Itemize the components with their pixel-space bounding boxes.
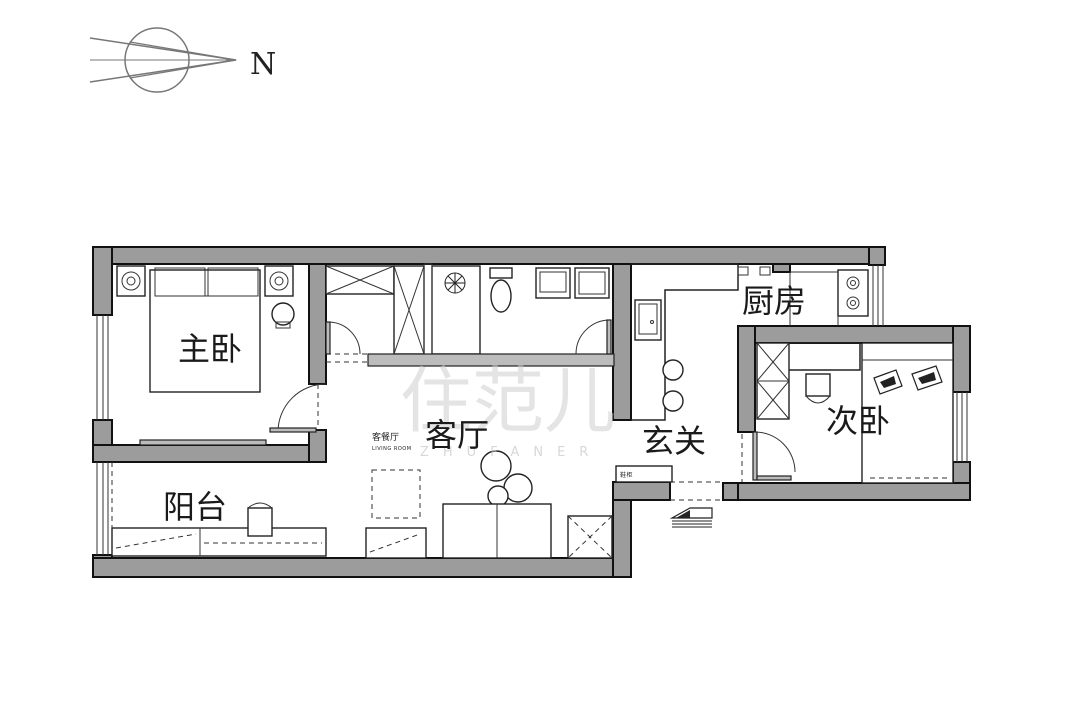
wall-master-right — [308, 263, 327, 385]
label-shoe-cabinet: 鞋柜 — [620, 471, 633, 479]
master-door — [277, 383, 327, 433]
wall-master-right-low — [308, 429, 327, 463]
washing-machine-icon — [535, 267, 571, 299]
wall-left-upper — [92, 246, 113, 316]
wall-second-left — [737, 325, 756, 433]
bathroom-door-left — [329, 321, 361, 355]
bathroom — [325, 263, 615, 367]
second-chair — [805, 373, 831, 397]
label-dining-living-en: LIVING ROOM — [372, 446, 412, 452]
second-bed — [861, 342, 954, 484]
north-label: N — [250, 47, 276, 82]
doors — [269, 319, 796, 482]
pillow-icon-1 — [873, 369, 903, 395]
master-chair — [271, 302, 295, 326]
nightstand-right — [264, 265, 294, 297]
entry-arrow-icon — [669, 507, 713, 528]
pillow-icon-2 — [911, 365, 943, 391]
entrance-kitchen — [615, 263, 869, 528]
second-bedroom-door — [754, 431, 796, 473]
label-second-bedroom: 次卧 — [826, 402, 890, 440]
windows — [96, 265, 968, 555]
nightstand-left — [116, 265, 146, 297]
balcony-desk — [111, 527, 327, 557]
room-labels: 主卧 客厅 客餐厅 LIVING ROOM 阳台 玄关 厨房 次卧 鞋柜 — [163, 282, 890, 526]
second-bedroom-furniture — [756, 342, 954, 484]
watermark: 住范儿 ZHUFANER — [400, 359, 616, 460]
sink-icon — [574, 267, 610, 299]
bar-stool-1 — [662, 359, 684, 381]
coffee-table-1 — [480, 450, 512, 482]
label-living-room: 客厅 — [425, 416, 489, 454]
coffee-table-3 — [487, 485, 509, 507]
label-balcony: 阳台 — [163, 488, 227, 526]
master-bedroom-furniture — [116, 265, 295, 446]
wall-top — [92, 246, 886, 265]
label-dining-living: 客餐厅 — [372, 431, 399, 443]
wall-second-right — [952, 325, 971, 393]
wall-right-upper — [868, 246, 886, 266]
label-master-bedroom: 主卧 — [178, 330, 242, 368]
bar-stool-2 — [662, 390, 684, 412]
walls — [92, 246, 971, 578]
label-entrance: 玄关 — [642, 422, 706, 460]
bathtub — [431, 265, 481, 355]
wall-kitchen-left — [772, 263, 791, 273]
label-kitchen: 厨房 — [742, 282, 806, 320]
shower-icon — [444, 272, 466, 294]
bathroom-door-right — [575, 319, 611, 355]
wall-master-bottom — [92, 444, 327, 463]
dining-table — [371, 469, 421, 519]
living-furniture — [111, 450, 613, 559]
wall-second-bottom — [722, 482, 971, 501]
wall-second-bottom-left — [722, 482, 739, 501]
north-compass: N — [89, 27, 276, 93]
wall-second-top — [737, 325, 971, 344]
wall-entrance-left — [612, 263, 632, 421]
wall-entrance-bottom — [612, 481, 671, 501]
watermark-text: 住范儿 — [400, 359, 616, 443]
wall-bottom — [92, 557, 632, 578]
stove-icon — [837, 269, 869, 317]
toilet-icon — [489, 267, 513, 313]
watermark-subtext: ZHUFANER — [420, 445, 602, 460]
shoe-cabinet — [615, 465, 673, 483]
balcony-chair — [247, 507, 273, 537]
